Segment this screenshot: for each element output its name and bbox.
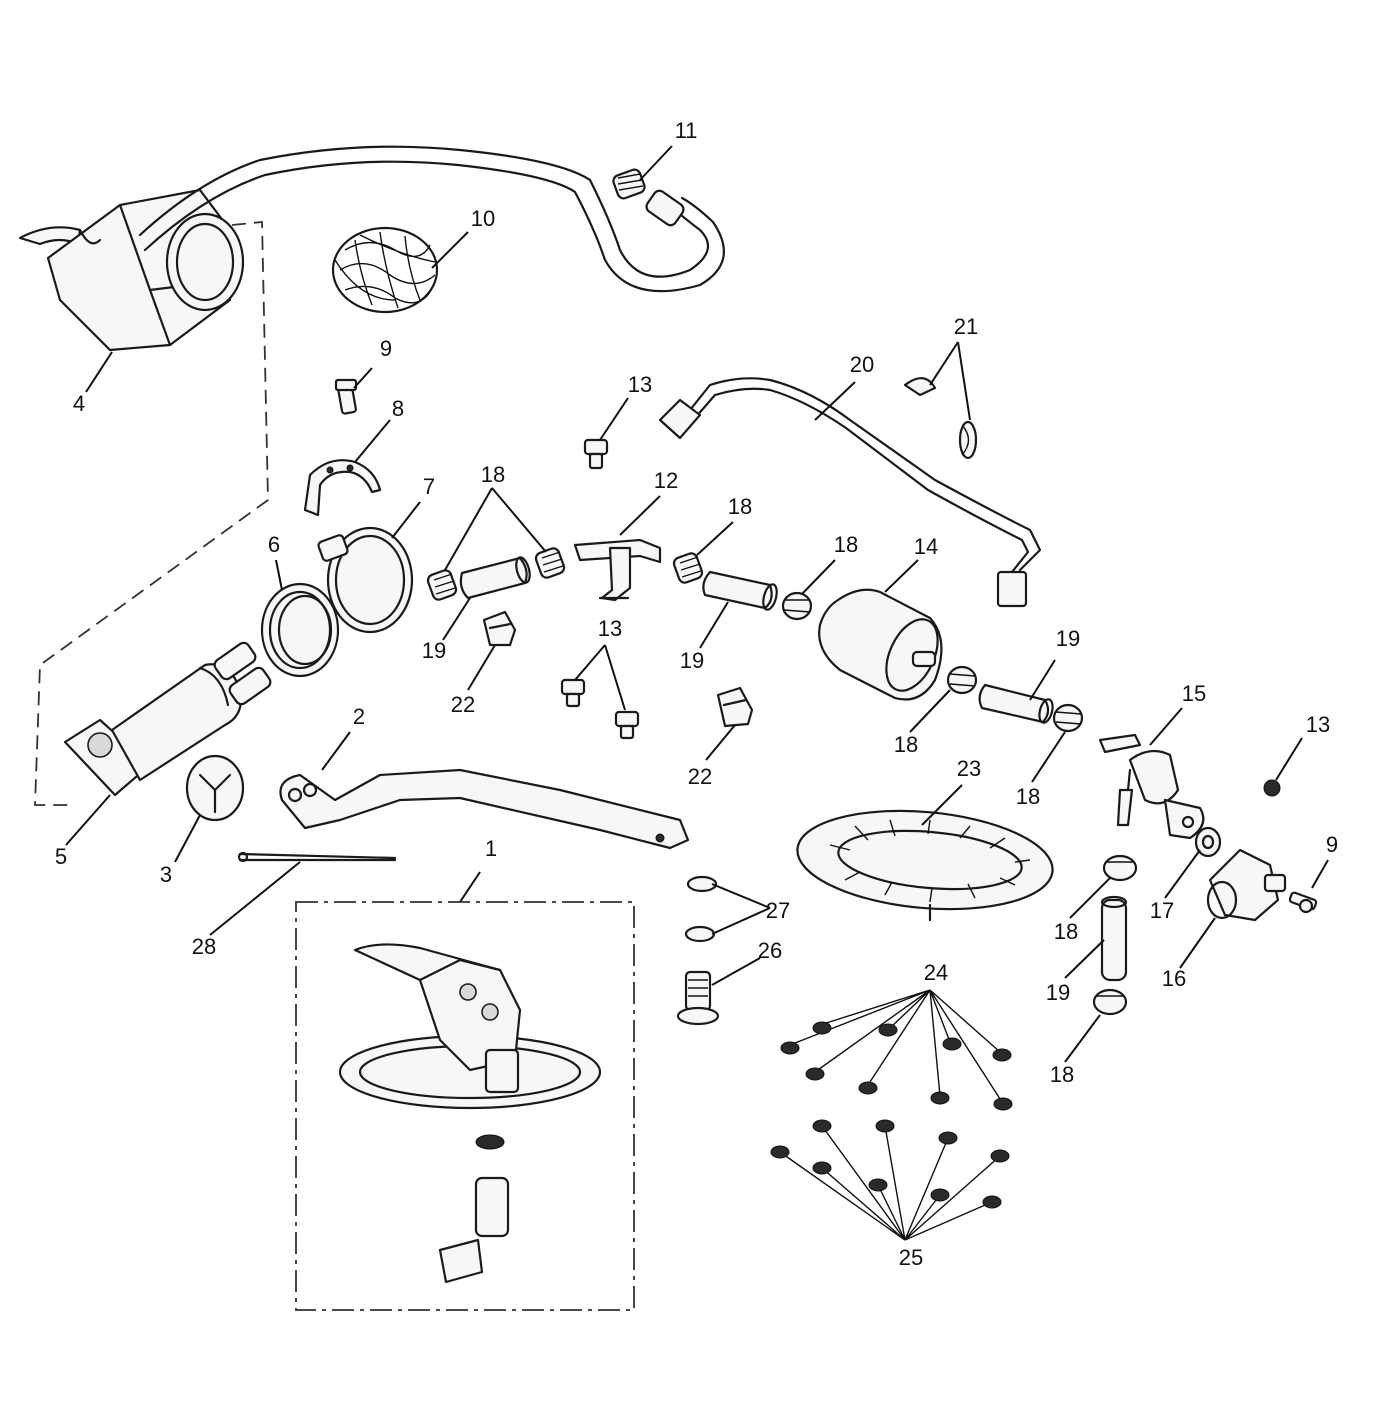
callout-21: 21 [954,314,978,339]
callout-13-middle: 13 [598,616,622,641]
callout-28: 28 [192,934,216,959]
part-4-reservoir-housing [18,188,245,352]
callout-19-c: 19 [1056,626,1080,651]
part-23-gasket [796,809,1054,922]
part-18-clamp-b [534,547,566,579]
part-18-clamp-a [426,569,458,601]
callout-22-b: 22 [688,764,712,789]
callout-19-b: 19 [680,648,704,673]
part-2-bracket-arm [279,768,690,850]
callout-9-right: 9 [1326,832,1338,857]
part-21-wire-clips [903,377,978,460]
part-5-fuel-pump [63,641,272,797]
callout-labels: 1 2 3 4 5 6 7 8 9 9 10 11 12 13 13 13 14… [55,118,1338,1270]
part-22-clip-b [716,686,754,728]
part-18-clamp-h [1092,988,1128,1016]
part-13-screw-c [614,710,640,740]
part-15-pressure-regulator [1098,733,1205,840]
part-26-fitting [676,970,720,1026]
part-11-hose-clamp [612,168,646,200]
callout-11: 11 [675,118,698,143]
part-17-washer [1194,826,1222,858]
part-19-hose-a [459,556,531,600]
callout-4: 4 [73,391,85,416]
callout-27: 27 [766,898,790,923]
callout-13-upper: 13 [628,372,652,397]
callout-18-c: 18 [834,532,858,557]
part-6-seal-ring [260,582,340,678]
callout-14: 14 [914,534,938,559]
callout-18-d: 18 [894,732,918,757]
callout-3: 3 [160,862,172,887]
callout-18-e: 18 [1016,784,1040,809]
part-16-valve [1206,848,1287,922]
callout-25: 25 [899,1245,923,1270]
part-19-hose-d [1100,895,1128,982]
part-18-clamp-e [946,665,978,695]
callout-16: 16 [1162,966,1186,991]
callout-7: 7 [423,474,435,499]
callout-19-a: 19 [422,638,446,663]
callout-6: 6 [268,532,280,557]
callout-2: 2 [353,704,365,729]
callout-12: 12 [654,468,678,493]
callout-18-f: 18 [1054,919,1078,944]
part-19-hose-b [702,570,778,611]
part-10-clip-bundle [331,226,439,314]
callout-23: 23 [957,756,981,781]
part-19-hose-c [978,683,1054,724]
part-8-bracket [303,459,382,517]
part-18-clamp-f [1052,703,1084,733]
callout-26: 26 [758,938,782,963]
part-22-clip-a [482,610,517,647]
part-25-nut-set [770,1119,1010,1241]
part-20-wire-harness [658,377,1042,608]
part-3-cap [185,754,245,822]
part-9-bolt-upper [334,378,358,415]
part-13-screw-d [1263,779,1281,797]
callout-13-right: 13 [1306,712,1330,737]
callout-19-d: 19 [1046,980,1070,1005]
part-12-tube-bracket [573,538,662,602]
callout-10: 10 [471,206,495,231]
part-18-clamp-d [781,591,813,621]
leader-lines [65,145,1329,1063]
part-24-nut-set [780,989,1013,1111]
callout-18-g: 18 [1050,1062,1074,1087]
callout-1: 1 [485,836,497,861]
part-13-screw-b [560,678,586,708]
part-18-clamp-g [1102,854,1138,882]
callout-20: 20 [850,352,874,377]
callout-18-b: 18 [728,494,752,519]
callout-15: 15 [1182,681,1206,706]
callout-24: 24 [924,960,948,985]
callout-18-a: 18 [481,462,505,487]
part-27-nuts [684,875,718,943]
callout-22-a: 22 [451,692,475,717]
part-28-cable-tie [237,851,397,863]
callout-17: 17 [1150,898,1174,923]
part-1-sender-assembly [295,901,635,1311]
assembly-dashed-outline [34,221,269,806]
part-13-screw-a [583,438,609,470]
callout-8: 8 [392,396,404,421]
callout-5: 5 [55,844,67,869]
part-18-clamp-c [672,552,704,584]
part-7-clamp-band [317,526,414,634]
part-14-fuel-filter [818,588,943,701]
part-9-bolt-right [1288,891,1318,914]
callout-9-upper: 9 [380,336,392,361]
vent-hose [138,145,725,293]
